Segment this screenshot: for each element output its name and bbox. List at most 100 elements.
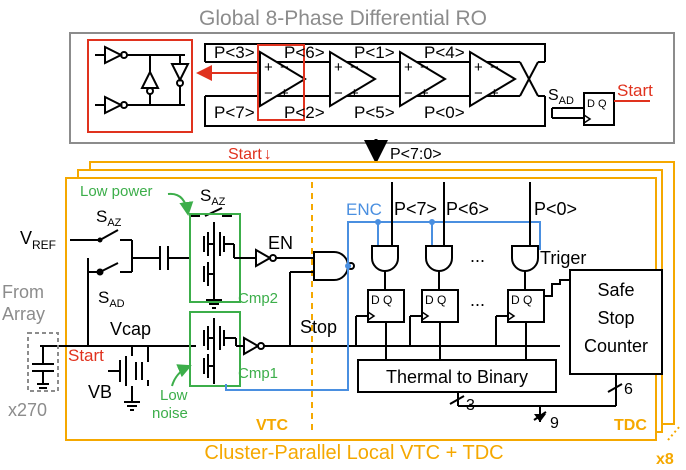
phase-label: P<7>: [214, 103, 255, 122]
stop-inverter: [243, 336, 265, 356]
en-inverter: [255, 248, 314, 268]
bits-9: 9: [550, 415, 559, 432]
low-power-arrow: [167, 192, 194, 216]
svg-text:+: +: [404, 59, 413, 76]
enc-label: ENC: [346, 200, 382, 219]
ro-stage-4: [469, 50, 517, 108]
svg-text:+: +: [334, 59, 343, 76]
svg-text:−: −: [404, 85, 413, 102]
phase-bus-label: P<7:0>: [390, 146, 442, 163]
stage-highlight-box: [257, 44, 305, 121]
stage-polarity-signs: +− −+ +− −+ +− −+ +− −+: [264, 59, 499, 102]
svg-text:−: −: [280, 59, 289, 76]
sad-label: SAD: [98, 288, 125, 310]
x8-label: x8: [656, 451, 674, 468]
array-cap-box: [27, 332, 59, 392]
from-array-label-1: From: [2, 282, 44, 302]
vb-label: VB: [88, 382, 112, 402]
ro-stage-2: [329, 50, 377, 108]
svg-text:SAZ: SAZ: [96, 207, 122, 229]
ellipsis-bottom: ...: [470, 290, 485, 310]
svg-text:−: −: [350, 59, 359, 76]
dff-n: D Q: [507, 289, 545, 323]
x270-label: x270: [8, 400, 47, 420]
start-output-label: Start: [617, 81, 653, 100]
and-gate-2: [425, 245, 453, 290]
enc-junction: [375, 219, 381, 225]
stop-label: Stop: [300, 317, 337, 337]
current-source: [108, 346, 149, 411]
counter-label-2: Stop: [597, 308, 634, 328]
phase-inputs: [391, 182, 531, 246]
svg-text:−: −: [490, 59, 499, 76]
phase-labels: P<3> P<6> P<1> P<4> P<7> P<2> P<5> P<0>: [214, 43, 465, 122]
vtc-start-label: Start: [68, 346, 104, 365]
stack-hint: [667, 425, 681, 441]
p6-label: P<6>: [446, 199, 489, 219]
enc-junction: [345, 263, 351, 269]
phase-label: P<2>: [284, 103, 325, 122]
phase-label: P<4>: [424, 43, 465, 62]
svg-text:+: +: [420, 85, 429, 102]
ro-stage-3: [399, 50, 447, 108]
low-noise-label-2: noise: [152, 405, 188, 422]
svg-text:−: −: [420, 59, 429, 76]
svg-text:+: +: [280, 85, 289, 102]
coupling-capacitor: [159, 246, 190, 270]
svg-text:D Q: D Q: [425, 293, 446, 307]
svg-text:−: −: [264, 85, 273, 102]
phase-label: P<1>: [354, 43, 395, 62]
tdc-block-label: TDC: [614, 417, 647, 434]
svg-text:+: +: [474, 59, 483, 76]
ro-ring-wires: [204, 43, 546, 127]
t2b-label: Thermal to Binary: [386, 367, 528, 387]
dff-1: D Q: [367, 289, 405, 323]
svg-text:D Q: D Q: [371, 293, 392, 307]
ellipsis-top: ...: [470, 246, 485, 266]
svg-text:D Q: D Q: [511, 293, 532, 307]
vref-input: VREF SAZ: [20, 207, 133, 258]
p0-label: P<0>: [534, 199, 577, 219]
cluster-caption: Cluster-Parallel Local VTC + TDC: [204, 442, 503, 464]
svg-text:D Q: D Q: [587, 98, 607, 110]
cmp1-transistors: [203, 318, 244, 384]
enc-junction: [429, 219, 435, 225]
cmp1-box: [189, 311, 241, 387]
cmp2-label: Cmp2: [238, 290, 278, 307]
output-arrow: [534, 414, 546, 422]
and-gate-1: [371, 245, 399, 290]
sad-switch: [87, 257, 160, 346]
low-noise-label-1: Low: [160, 387, 188, 404]
svg-text:SAD: SAD: [548, 87, 574, 107]
start-dff: SAD D Q Start: [548, 81, 653, 126]
start-bus-label: Start↓: [228, 146, 272, 163]
triger-label: Triger: [540, 248, 586, 268]
and-gate-n: [511, 245, 539, 290]
svg-text:−: −: [474, 85, 483, 102]
p7-label: P<7>: [394, 199, 437, 219]
phase-label: P<3>: [214, 43, 255, 62]
vcap-label: Vcap: [110, 319, 151, 339]
cmp2-transistors: [203, 222, 256, 309]
saz-top-label: SAZ: [200, 186, 226, 208]
from-array-label-2: Array: [2, 304, 45, 324]
output-buses: [449, 374, 623, 422]
svg-text:VREF: VREF: [20, 228, 56, 252]
low-power-label: Low power: [80, 183, 153, 200]
dff-2: D Q: [421, 289, 459, 323]
bits-6: 6: [624, 381, 633, 398]
safe-stop-counter: [569, 269, 663, 375]
delay-cell-detail-box: [87, 39, 193, 133]
ro-stage-1: [259, 50, 307, 108]
svg-text:+: +: [264, 59, 273, 76]
svg-text:−: −: [334, 85, 343, 102]
low-noise-arrow: [171, 364, 192, 387]
svg-text:+: +: [350, 85, 359, 102]
delay-cell-detail: [95, 45, 190, 115]
phase-label: P<0>: [424, 103, 465, 122]
counter-label-3: Counter: [584, 336, 648, 356]
en-label: EN: [268, 233, 293, 253]
phase-label: P<5>: [354, 103, 395, 122]
